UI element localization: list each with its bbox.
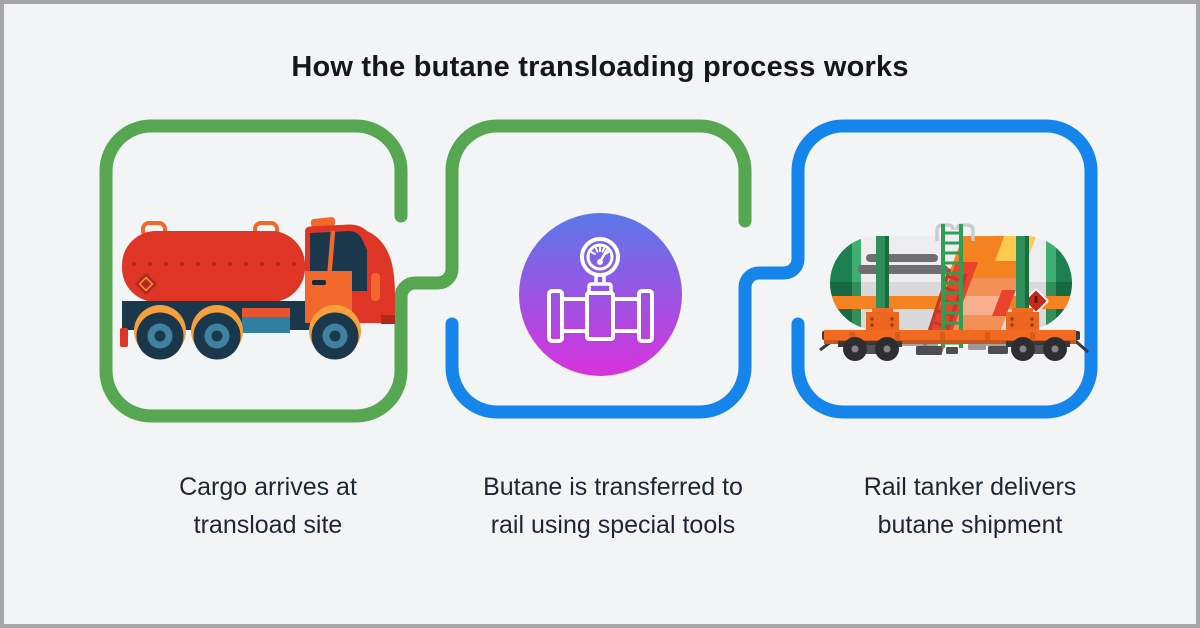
step-caption-2: Butane is transferred to rail using spec… xyxy=(413,468,813,544)
tanker-truck-illustration xyxy=(120,217,395,360)
chain-path-blue xyxy=(445,119,1098,419)
truck-wheel xyxy=(134,305,186,360)
caption-line: Butane is transferred to xyxy=(483,473,743,501)
caption-line: Cargo arrives at xyxy=(179,473,357,501)
truck-tank xyxy=(122,231,305,302)
truck-toolbox xyxy=(242,308,290,333)
caption-line: butane shipment xyxy=(877,511,1063,539)
railcar-underbody-boxes xyxy=(916,344,1008,355)
truck-headlight-bar xyxy=(371,273,380,301)
truck-hazard-diamond xyxy=(135,273,157,295)
truck-wheel xyxy=(191,305,243,360)
railcar-end-cap-left xyxy=(830,236,861,330)
railcar-chassis-beam xyxy=(824,330,1076,344)
caption-line: transload site xyxy=(193,511,343,539)
railcar-hazard-diamond xyxy=(1023,288,1049,314)
gauge-needle-pivot xyxy=(597,259,603,265)
gauge-dial xyxy=(586,243,614,271)
infographic-title: How the butane transloading process work… xyxy=(291,51,909,83)
chain-path-green xyxy=(99,119,752,423)
railcar-bogie xyxy=(1006,337,1070,361)
truck-tank-rivets xyxy=(131,261,297,267)
valve-body xyxy=(585,291,615,341)
railcar-stanchion-right xyxy=(1006,236,1039,331)
pipe-flange-right xyxy=(637,289,654,343)
caption-line: rail using special tools xyxy=(490,511,736,539)
railcar-green-ladder xyxy=(941,224,963,348)
truck-roof-marker xyxy=(310,217,336,228)
railcar-stanchion-left xyxy=(866,236,899,331)
pipe-lines xyxy=(560,297,641,333)
rail-tanker-illustration xyxy=(819,223,1089,361)
pipe-valve-gauge-icon xyxy=(547,237,654,343)
step-caption-3: Rail tanker delivers butane shipment xyxy=(770,468,1170,544)
gauge-outer-ring xyxy=(580,237,620,277)
truck-bumper xyxy=(381,315,395,324)
truck-cab-window xyxy=(310,231,367,291)
railcar-end-cap-right xyxy=(1046,236,1072,330)
truck-mudflap xyxy=(120,328,128,347)
pipe-flange-left xyxy=(547,289,564,343)
truck-wheel xyxy=(309,305,361,360)
caption-line: Rail tanker delivers xyxy=(863,473,1077,501)
gauge-ticks xyxy=(590,246,610,255)
step-caption-1: Cargo arrives at transload site xyxy=(68,468,468,544)
railcar-bogie xyxy=(838,337,902,361)
valve-icon-circle xyxy=(519,213,682,376)
